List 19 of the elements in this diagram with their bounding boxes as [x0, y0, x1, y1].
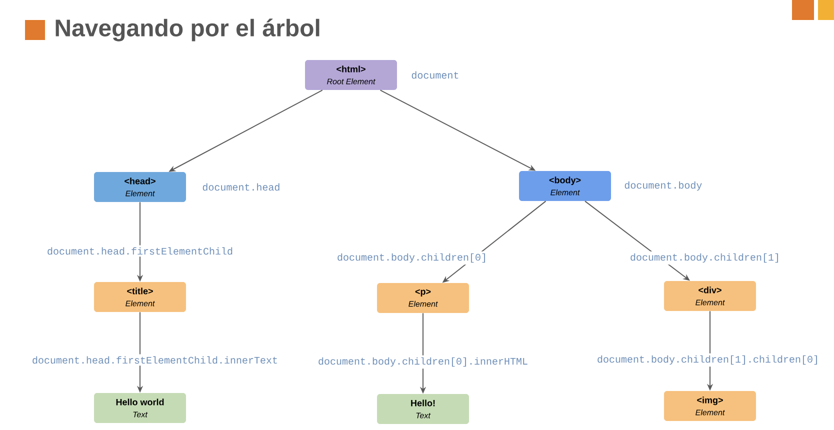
edge-label: document.body.children[0].innerHTML	[316, 355, 530, 369]
edge-label: document.head.firstElementChild	[45, 245, 236, 257]
edge-label: document.body.children[0]	[335, 251, 490, 265]
element-box: <div> Element	[664, 280, 756, 311]
element-box: <body> Element	[519, 171, 611, 201]
element-box: Hello world Text	[94, 392, 186, 423]
code-label: document.head	[202, 183, 280, 191]
slide-title: Navegando por el árbol	[56, 18, 320, 42]
edge-label: document.head.firstElementChild.innerText	[30, 354, 280, 366]
edge-label: document.body.children[1]	[628, 251, 782, 265]
element-box: <p> Element	[377, 282, 469, 313]
code-label: document	[412, 71, 458, 79]
element-box: Hello! Text	[377, 394, 469, 424]
element-box: <title> Element	[94, 282, 186, 312]
element-box: <head> Element	[94, 172, 186, 202]
element-box: <img> Element	[664, 390, 756, 421]
edge-label: document.body.children[1].children[0]	[594, 353, 822, 367]
element-box: <html> Root Element	[305, 60, 397, 90]
code-label: document.body	[624, 181, 702, 191]
